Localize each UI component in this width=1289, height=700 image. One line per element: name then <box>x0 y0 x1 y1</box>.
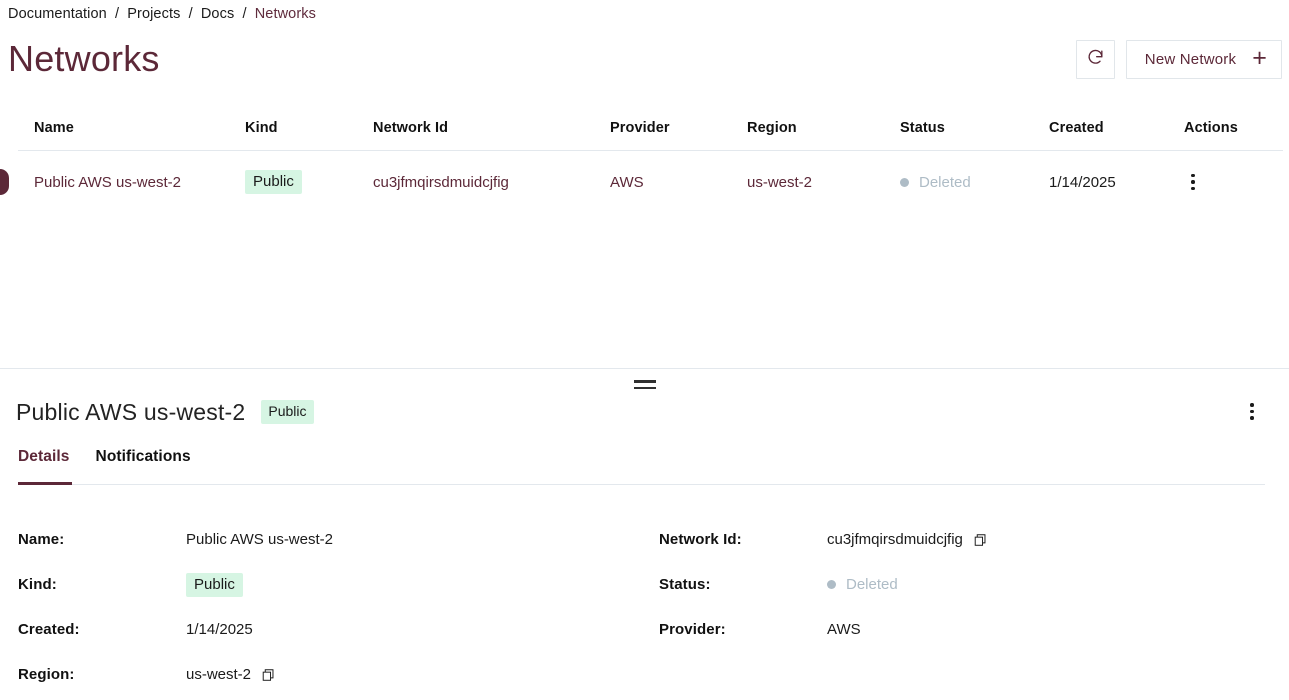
refresh-icon <box>1086 48 1105 72</box>
refresh-button[interactable] <box>1075 40 1115 79</box>
status-label: Deleted <box>919 173 971 191</box>
network-id-value-text: cu3jfmqirsdmuidcjfig <box>827 531 963 548</box>
field-value-network-id: cu3jfmqirsdmuidcjfig <box>827 531 987 548</box>
row-selected-indicator <box>0 169 9 195</box>
drag-handle-icon[interactable] <box>633 380 656 390</box>
field-value-kind: Public <box>186 572 243 597</box>
detail-title: Public AWS us-west-2 <box>16 398 246 425</box>
breadcrumb-separator: / <box>188 6 193 22</box>
field-label-network-id: Network Id: <box>659 531 742 548</box>
column-header-kind[interactable]: Kind <box>245 120 278 136</box>
column-header-status[interactable]: Status <box>900 120 945 136</box>
field-label-status: Status: <box>659 576 711 593</box>
field-label-region: Region: <box>18 666 75 683</box>
breadcrumb-item-docs[interactable]: Docs <box>200 6 235 22</box>
row-actions-menu-icon[interactable] <box>1184 173 1202 191</box>
table-header-divider <box>18 150 1283 151</box>
plus-icon: + <box>1252 44 1267 72</box>
breadcrumb: Documentation / Projects / Docs / Networ… <box>8 5 316 23</box>
column-header-network-id[interactable]: Network Id <box>373 120 449 136</box>
field-value-name: Public AWS us-west-2 <box>186 531 333 548</box>
field-value-status: Deleted <box>827 576 898 593</box>
status-dot-icon <box>900 177 909 187</box>
field-status: Status: Deleted <box>659 562 1288 607</box>
breadcrumb-item-documentation[interactable]: Documentation <box>8 6 107 22</box>
cell-status: Deleted <box>900 174 1049 191</box>
cell-network-id: cu3jfmqirsdmuidcjfig <box>373 173 509 191</box>
detail-kind-badge: Public <box>261 400 314 424</box>
region-value-text: us-west-2 <box>186 666 252 683</box>
panel-splitter[interactable] <box>0 368 1289 390</box>
new-network-button[interactable]: New Network + <box>1125 40 1282 79</box>
page-title: Networks <box>8 38 160 79</box>
cell-provider: AWS <box>610 173 644 191</box>
cell-region: us-west-2 <box>747 173 813 191</box>
field-network-id: Network Id: cu3jfmqirsdmuidcjfig <box>659 517 1288 562</box>
field-kind: Kind: Public <box>18 562 644 607</box>
field-label-created: Created: <box>18 621 80 638</box>
breadcrumb-item-networks[interactable]: Networks <box>254 6 316 22</box>
kind-badge: Public <box>186 572 243 597</box>
detail-fields-left: Name: Public AWS us-west-2 Kind: Public … <box>0 517 644 697</box>
field-value-provider: AWS <box>827 621 861 638</box>
detail-actions-menu-icon[interactable] <box>1243 403 1261 420</box>
tab-notifications[interactable]: Notifications <box>95 448 191 465</box>
networks-table: Name Kind Network Id Provider Region Sta… <box>0 113 1289 205</box>
table-row[interactable]: Public AWS us-west-2 Public cu3jfmqirsdm… <box>0 159 1289 205</box>
column-header-name[interactable]: Name <box>34 120 74 136</box>
field-created: Created: 1/14/2025 <box>18 607 644 652</box>
cell-name[interactable]: Public AWS us-west-2 <box>34 173 181 191</box>
new-network-label: New Network <box>1144 51 1237 68</box>
field-value-region: us-west-2 <box>186 666 275 683</box>
detail-tabs: Details Notifications <box>0 448 1289 485</box>
field-provider: Provider: AWS <box>659 607 1288 652</box>
copy-icon[interactable] <box>974 533 987 547</box>
field-label-kind: Kind: <box>18 576 57 593</box>
status-dot-icon <box>827 580 836 589</box>
active-tab-indicator <box>18 482 72 485</box>
tab-details[interactable]: Details <box>18 448 70 465</box>
detail-fields-right: Network Id: cu3jfmqirsdmuidcjfig Status: <box>644 517 1288 697</box>
splitter-divider <box>0 368 1289 369</box>
kind-badge: Public <box>245 170 302 194</box>
cell-created: 1/14/2025 <box>1049 173 1116 191</box>
status-label: Deleted <box>846 576 898 593</box>
field-region: Region: us-west-2 <box>18 652 644 697</box>
column-header-provider[interactable]: Provider <box>610 120 670 136</box>
cell-actions <box>1184 173 1254 191</box>
breadcrumb-separator: / <box>114 6 120 22</box>
field-name: Name: Public AWS us-west-2 <box>18 517 644 562</box>
field-label-name: Name: <box>18 531 65 548</box>
detail-header: Public AWS us-west-2 Public <box>0 392 1289 432</box>
column-header-region[interactable]: Region <box>747 120 797 136</box>
column-header-created[interactable]: Created <box>1049 120 1104 136</box>
table-header-row: Name Kind Network Id Provider Region Sta… <box>0 113 1289 143</box>
cell-kind: Public <box>245 170 373 194</box>
breadcrumb-item-projects[interactable]: Projects <box>127 6 181 22</box>
detail-panel: Public AWS us-west-2 Public Details Noti… <box>0 392 1289 697</box>
detail-fields: Name: Public AWS us-west-2 Kind: Public … <box>0 485 1289 697</box>
field-label-provider: Provider: <box>659 621 726 638</box>
copy-icon[interactable] <box>262 668 275 682</box>
breadcrumb-separator: / <box>242 6 247 22</box>
column-header-actions: Actions <box>1184 120 1238 136</box>
tabs-divider <box>18 484 1265 485</box>
status-badge: Deleted <box>827 576 898 593</box>
header-actions: New Network + <box>1075 40 1282 79</box>
field-value-created: 1/14/2025 <box>186 621 253 638</box>
status-badge: Deleted <box>900 174 1049 191</box>
